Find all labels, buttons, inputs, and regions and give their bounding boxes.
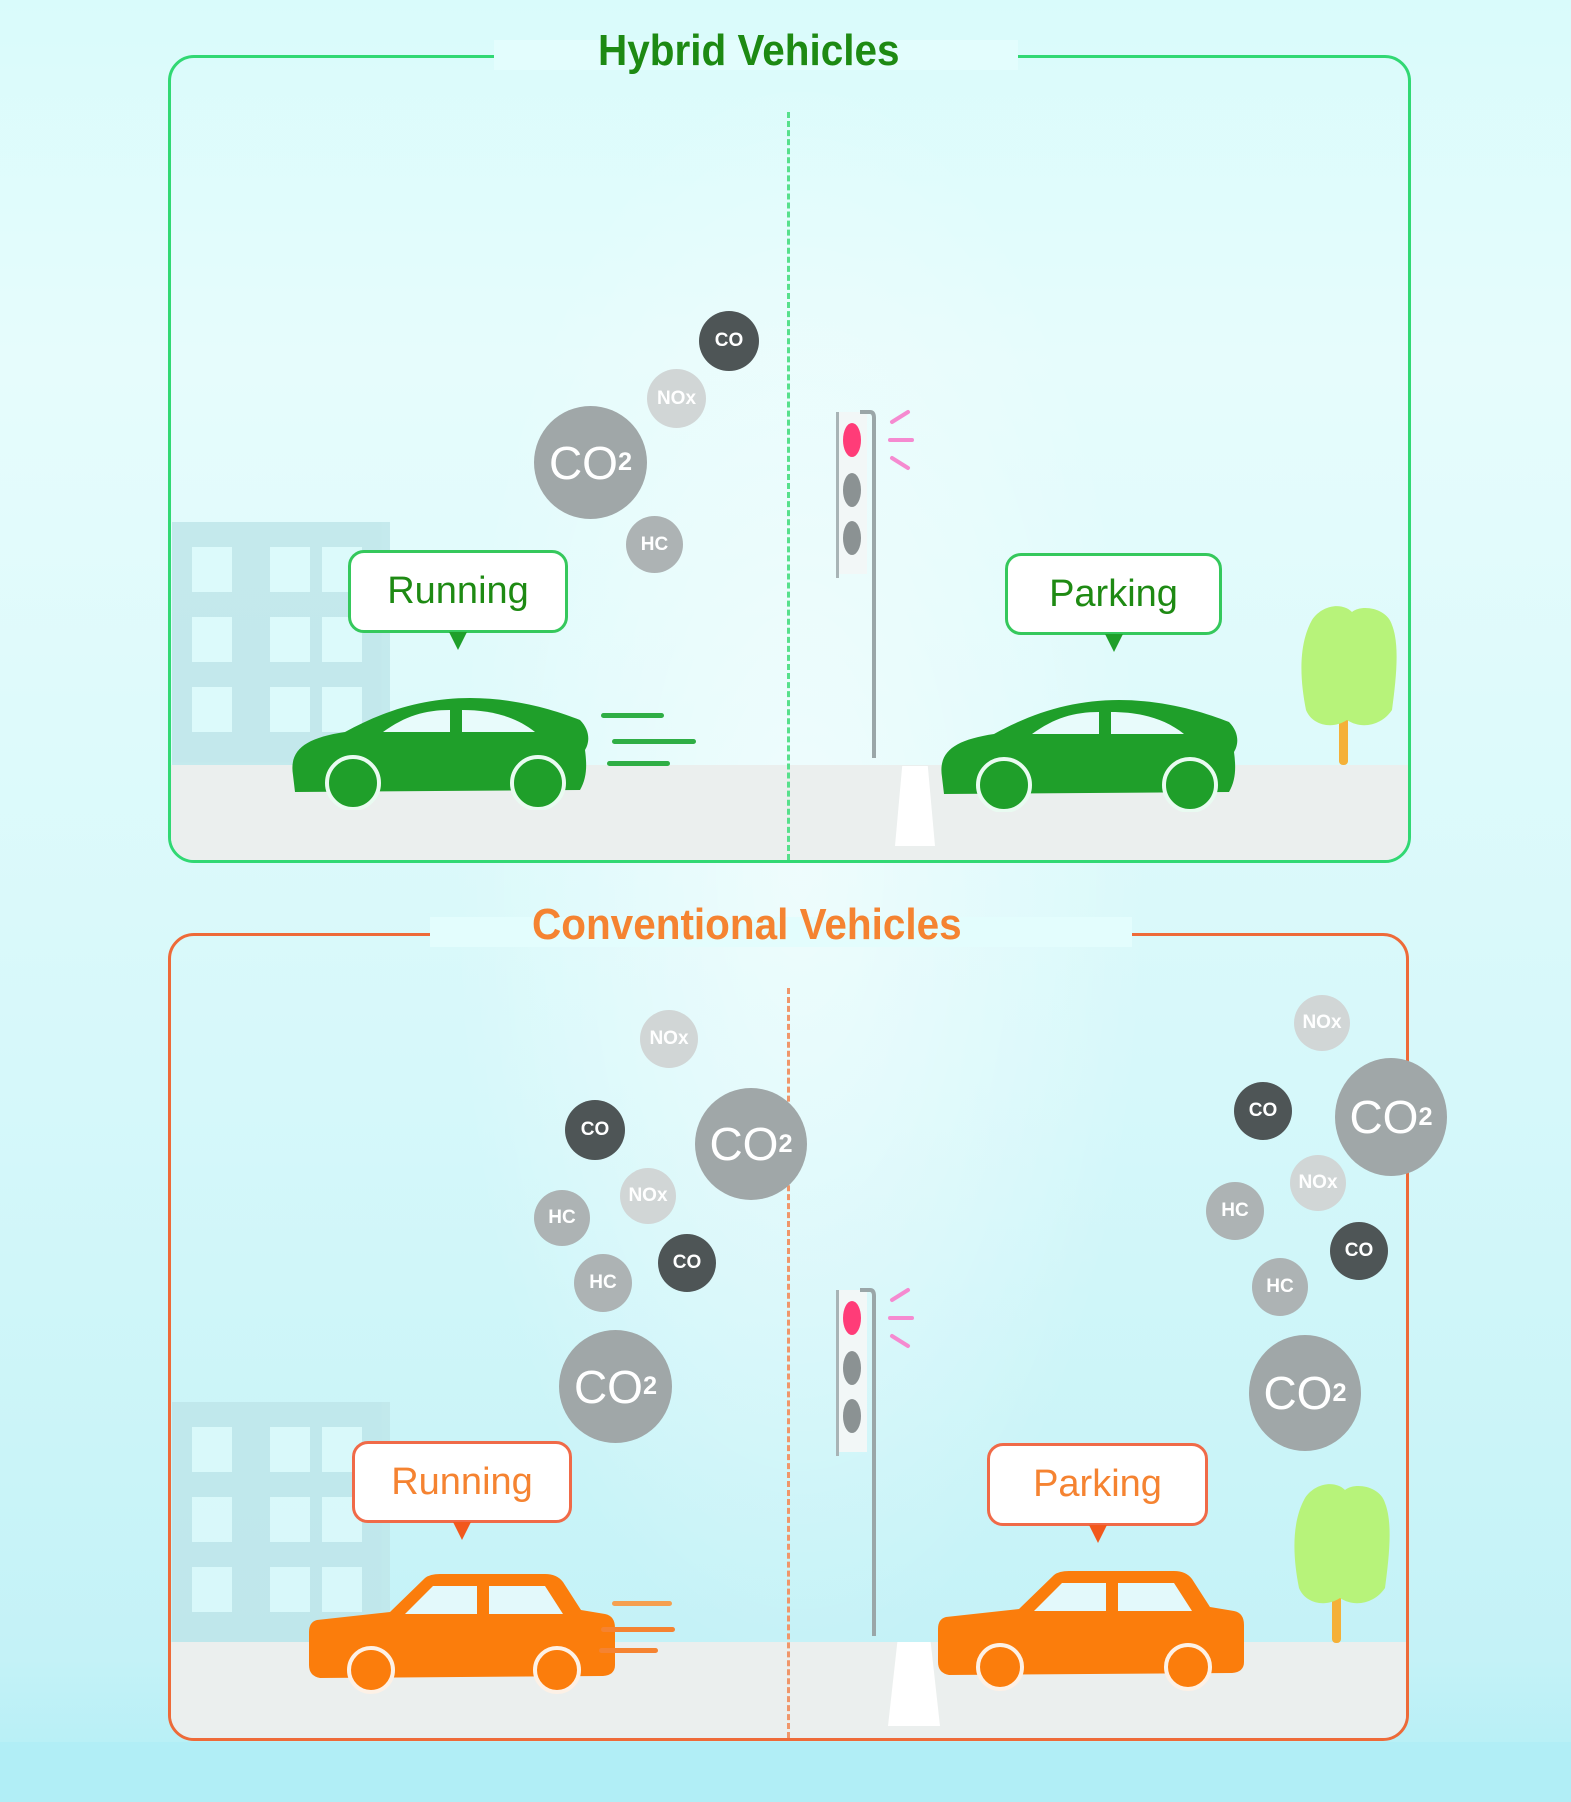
bottom-band: [0, 1742, 1571, 1802]
crosswalk: [888, 1642, 940, 1726]
scene-divider: [787, 112, 790, 860]
title-gap: [494, 40, 1018, 70]
building-icon: [172, 522, 390, 765]
gas-bubble-hc: HC: [626, 516, 683, 573]
hybrid-car-icon: [941, 700, 1238, 812]
sedan-car-icon: [938, 1571, 1244, 1691]
gas-bubble-co: CO: [658, 1234, 716, 1292]
gas-bubble-hc: HC: [534, 1190, 590, 1246]
gas-bubble-nox: NOx: [640, 1010, 698, 1068]
gas-bubble-nox: NOx: [647, 369, 706, 428]
crosswalk: [895, 766, 935, 846]
traffic-light-icon: [836, 1288, 914, 1636]
scene-divider: [787, 988, 790, 1738]
tree-icon: [1301, 606, 1397, 765]
building-icon: [172, 1402, 390, 1642]
hybrid-car-icon: [292, 698, 589, 810]
state-label-parking: Parking: [1005, 553, 1222, 652]
gas-bubble-hc: HC: [574, 1254, 632, 1312]
gas-bubble-nox: NOx: [1294, 995, 1350, 1051]
hybrid-panel-title: Hybrid Vehicles: [598, 26, 900, 75]
gas-bubble-nox: NOx: [620, 1168, 676, 1224]
tree-icon: [1294, 1484, 1390, 1643]
traffic-light-icon: [836, 410, 914, 758]
gas-bubble-nox: NOx: [1290, 1155, 1346, 1211]
gas-bubble-co: CO: [565, 1100, 625, 1160]
title-gap: [430, 917, 1132, 947]
gas-bubble-hc: HC: [1206, 1182, 1264, 1240]
gas-bubble-co: CO: [1330, 1222, 1388, 1280]
gas-bubble-hc: HC: [1252, 1258, 1308, 1316]
state-label-running: Running: [352, 1441, 572, 1540]
conventional-panel-title: Conventional Vehicles: [532, 900, 962, 949]
state-label-running: Running: [348, 550, 568, 650]
sedan-car-icon: [309, 1574, 615, 1694]
gas-bubble-co: CO: [699, 311, 759, 371]
gas-bubble-co: CO: [1234, 1082, 1292, 1140]
state-label-parking: Parking: [987, 1443, 1208, 1543]
